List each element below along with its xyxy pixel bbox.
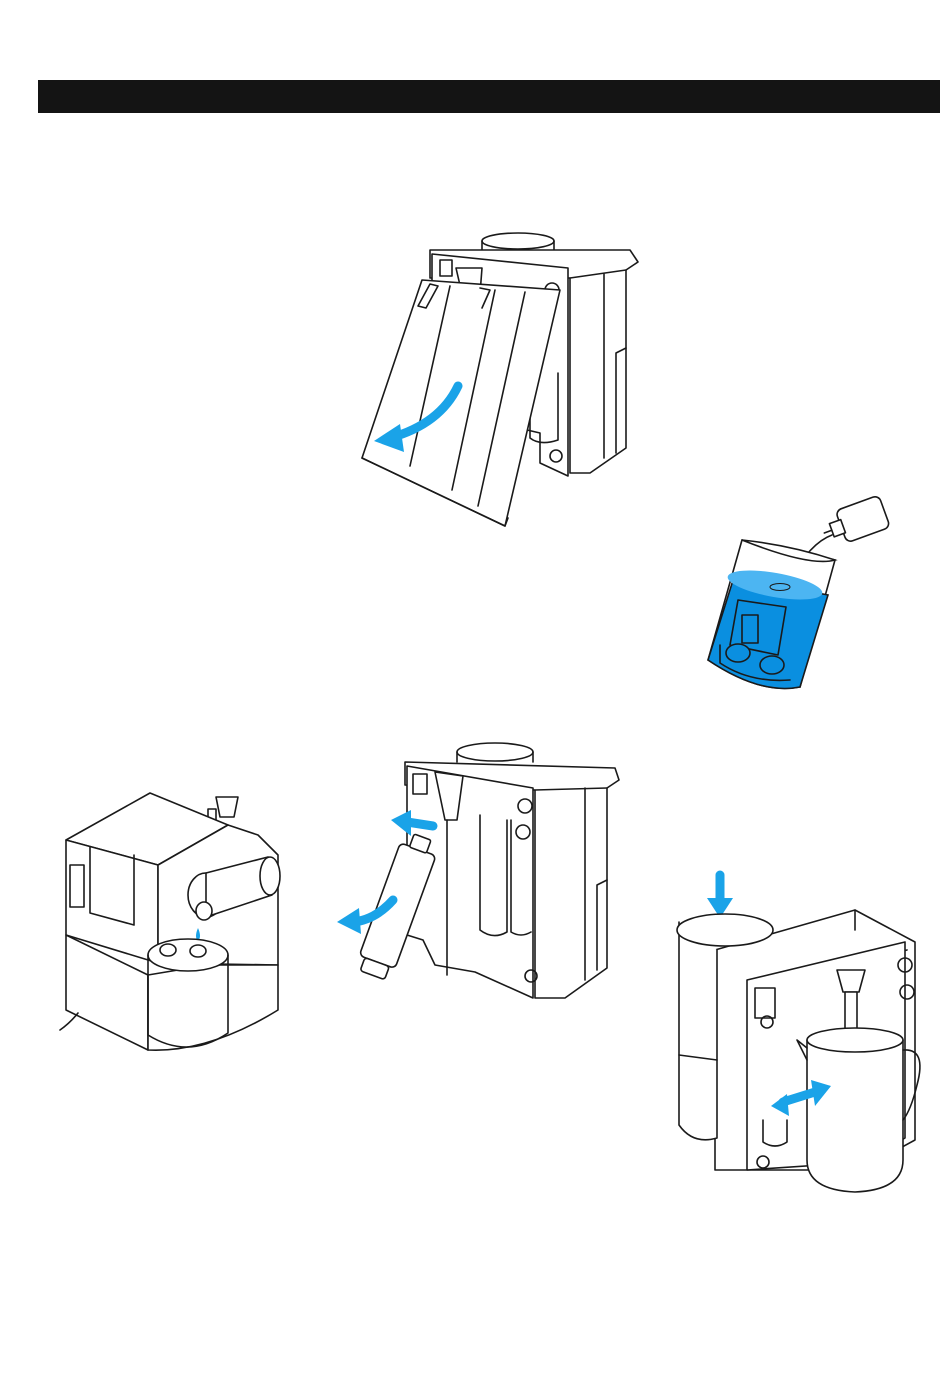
header-bar	[38, 80, 940, 113]
cartridge-tank-filling-illustration	[690, 495, 900, 700]
remove-filter-cartridge-illustration	[335, 740, 625, 1005]
open-front-panel-illustration	[360, 228, 650, 528]
machine-side-view-drip-illustration	[58, 785, 288, 1060]
machine-with-kettle-illustration	[675, 870, 925, 1195]
